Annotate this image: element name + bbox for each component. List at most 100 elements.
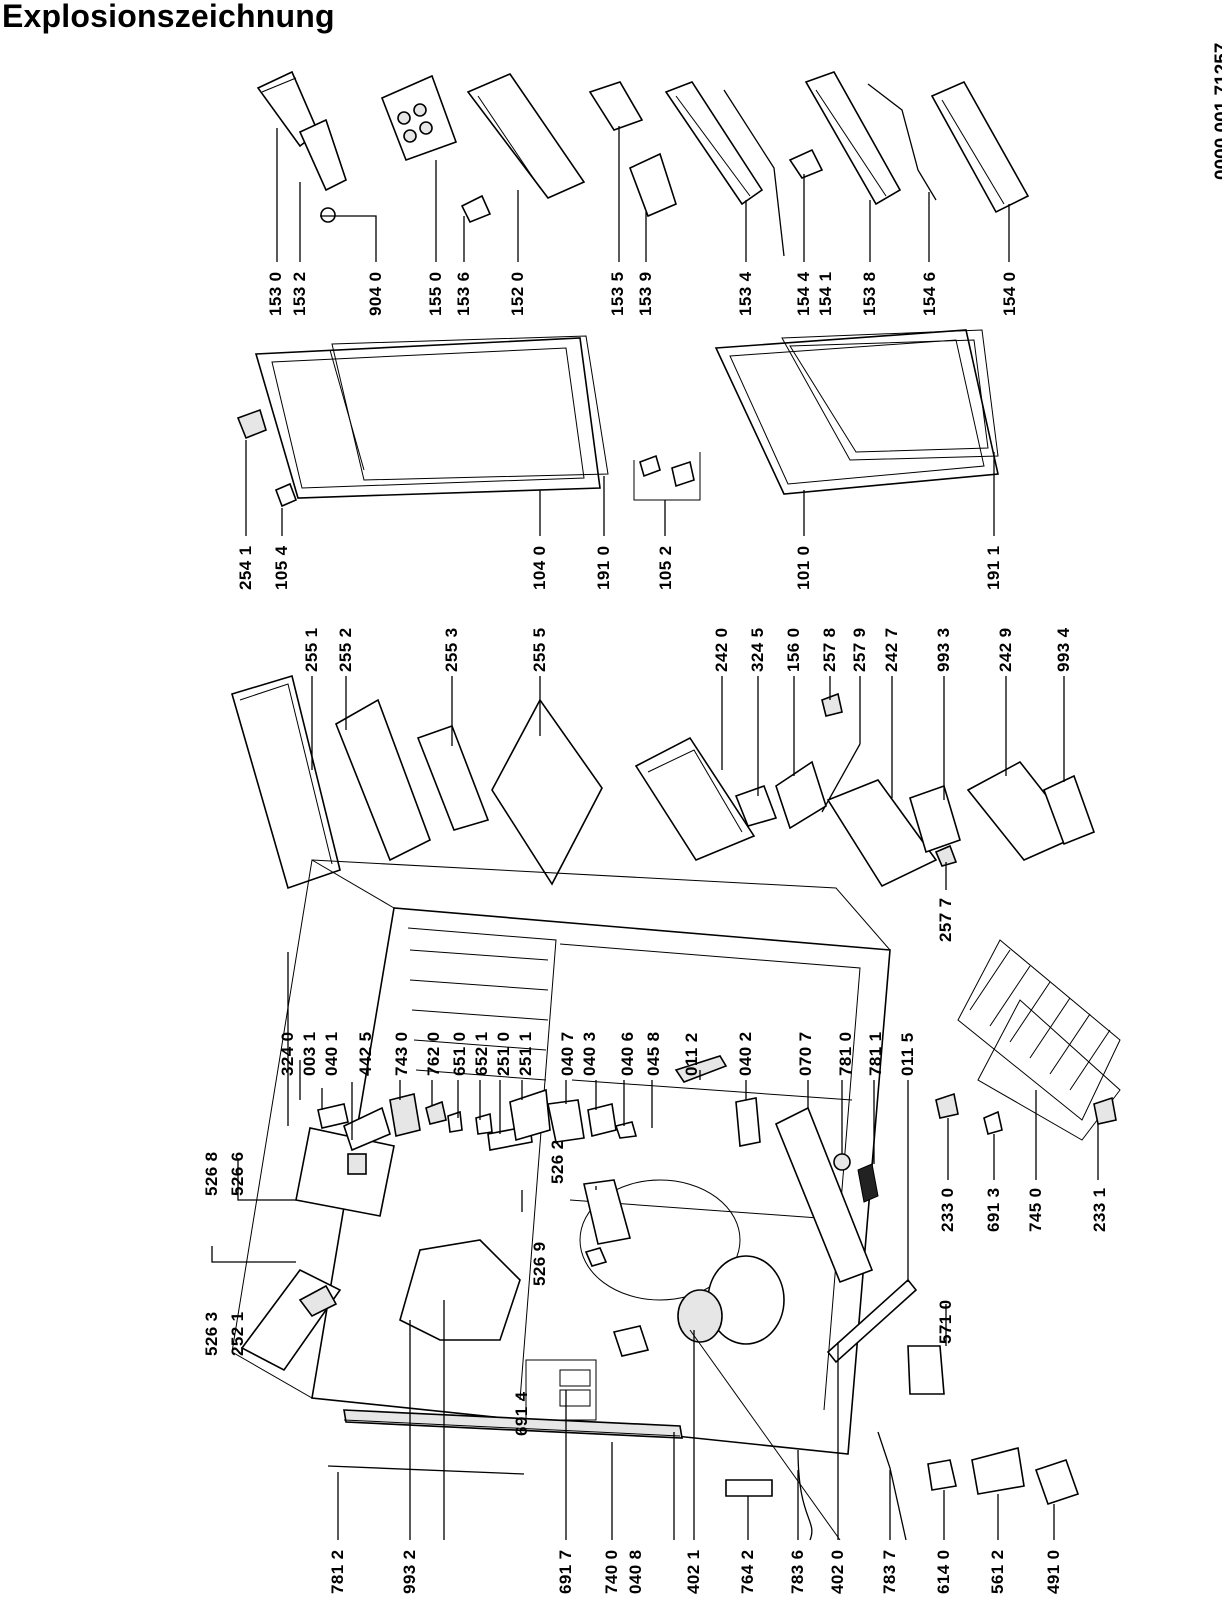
label-257-7: 257 7 xyxy=(936,897,955,942)
label-745-0: 745 0 xyxy=(1026,1187,1045,1232)
label-254-1: 254 1 xyxy=(236,545,255,590)
label-691-3: 691 3 xyxy=(984,1187,1003,1232)
part-257-7 xyxy=(934,844,958,867)
part-153-6 xyxy=(460,194,492,224)
page-title: Explosionszeichnung xyxy=(2,0,335,34)
label-154-6: 154 6 xyxy=(920,271,939,316)
label-324-0: 324 0 xyxy=(278,1031,297,1076)
label-252-1: 252 1 xyxy=(228,1311,247,1356)
crisper-242-7 xyxy=(826,779,938,888)
label-402-1: 402 1 xyxy=(684,1549,703,1594)
part-254-1 xyxy=(236,408,267,440)
label-045-8: 045 8 xyxy=(644,1031,663,1076)
label-993-3: 993 3 xyxy=(934,627,953,672)
label-242-7: 242 7 xyxy=(882,627,901,672)
shelf-255-3 xyxy=(416,724,490,831)
rail-154-6 xyxy=(867,83,937,201)
condenser-745-0 xyxy=(957,939,1121,1141)
label-251-0: 251 0 xyxy=(494,1031,513,1076)
label-442-5: 442 5 xyxy=(356,1031,375,1076)
label-155-0: 155 0 xyxy=(426,271,445,316)
label-154-4: 154 4 xyxy=(794,271,813,316)
label-257-9: 257 9 xyxy=(850,627,869,672)
label-561-2: 561 2 xyxy=(988,1549,1007,1594)
part-764-2 xyxy=(725,1479,773,1497)
label-781-2: 781 2 xyxy=(328,1549,347,1594)
label-154-1: 154 1 xyxy=(816,271,835,316)
label-153-6: 153 6 xyxy=(454,271,473,316)
hinge-set-105-2 xyxy=(633,452,701,501)
label-764-2: 764 2 xyxy=(738,1549,757,1594)
label-993-4: 993 4 xyxy=(1054,627,1073,672)
part-691-3 xyxy=(983,1110,1003,1135)
label-255-2: 255 2 xyxy=(336,627,355,672)
label-993-2: 993 2 xyxy=(400,1549,419,1594)
label-691-7: 691 7 xyxy=(556,1549,575,1594)
bin-153-9 xyxy=(628,152,677,218)
label-257-8: 257 8 xyxy=(820,627,839,672)
bracket-571-0 xyxy=(907,1345,945,1395)
label-105-4: 105 4 xyxy=(272,545,291,590)
label-526-3: 526 3 xyxy=(202,1311,221,1356)
label-242-9: 242 9 xyxy=(996,627,1015,672)
cover-993-3 xyxy=(909,784,961,854)
label-526-6: 526 6 xyxy=(228,1151,247,1196)
part-105-4 xyxy=(274,482,298,508)
label-255-1: 255 1 xyxy=(302,627,321,672)
label-040-3: 040 3 xyxy=(580,1031,599,1076)
bin-153-2 xyxy=(298,118,347,192)
label-154-0: 154 0 xyxy=(1000,271,1019,316)
part-233-0 xyxy=(935,1092,959,1119)
label-691-4: 691 4 xyxy=(512,1391,531,1436)
tube-783-6 xyxy=(797,1449,813,1541)
label-040-2: 040 2 xyxy=(736,1031,755,1076)
label-526-8: 526 8 xyxy=(202,1151,221,1196)
label-740-0: 740 0 xyxy=(602,1549,621,1594)
label-255-5: 255 5 xyxy=(530,627,549,672)
strip-526 xyxy=(295,1127,395,1217)
label-011-5: 011 5 xyxy=(898,1032,917,1076)
gasket-191-1 xyxy=(781,329,999,461)
label-783-6: 783 6 xyxy=(788,1549,807,1594)
label-651-0: 651 0 xyxy=(450,1031,469,1076)
label-652-1: 652 1 xyxy=(472,1031,491,1076)
shelf-255-5 xyxy=(491,698,603,886)
part-156-0 xyxy=(775,760,827,830)
label-191-0: 191 0 xyxy=(594,545,613,590)
bin-153-5 xyxy=(588,81,644,131)
control-parts xyxy=(317,1055,918,1364)
label-191-1: 191 1 xyxy=(984,545,1003,590)
label-156-0: 156 0 xyxy=(784,627,803,672)
label-781-0: 781 0 xyxy=(836,1031,855,1076)
part-233-1 xyxy=(1093,1096,1117,1125)
shelf-255-2 xyxy=(335,698,431,862)
shelf-153-8 xyxy=(804,71,902,206)
label-781-1: 781 1 xyxy=(866,1031,885,1076)
top-cover-252-1 xyxy=(240,1268,342,1372)
label-040-6: 040 6 xyxy=(618,1031,637,1076)
label-040-1: 040 1 xyxy=(322,1031,341,1076)
label-242-0: 242 0 xyxy=(712,627,731,672)
label-571-0: 571 0 xyxy=(936,1299,955,1344)
label-153-9: 153 9 xyxy=(636,271,655,316)
label-762-0: 762 0 xyxy=(424,1031,443,1076)
label-011-2: 011 2 xyxy=(682,1032,701,1076)
label-153-4: 153 4 xyxy=(736,271,755,316)
drain-rail-740-0 xyxy=(343,1409,683,1439)
rod-154-4 xyxy=(723,89,785,257)
label-101-0: 101 0 xyxy=(794,545,813,590)
rod-781-2 xyxy=(327,1465,525,1475)
label-526-2: 526 2 xyxy=(548,1139,567,1184)
gasket-191-0 xyxy=(331,335,609,481)
compressor-402 xyxy=(677,1255,841,1541)
label-070-7: 070 7 xyxy=(796,1031,815,1076)
part-614-0 xyxy=(927,1459,957,1491)
label-324-5: 324 5 xyxy=(748,627,767,672)
egg-tray-155-0 xyxy=(380,74,458,162)
label-402-0: 402 0 xyxy=(828,1549,847,1594)
label-526-9: 526 9 xyxy=(530,1241,549,1286)
label-040-7: 040 7 xyxy=(558,1031,577,1076)
door-shelf-152-0 xyxy=(466,73,586,199)
label-251-1: 251 1 xyxy=(516,1031,535,1076)
